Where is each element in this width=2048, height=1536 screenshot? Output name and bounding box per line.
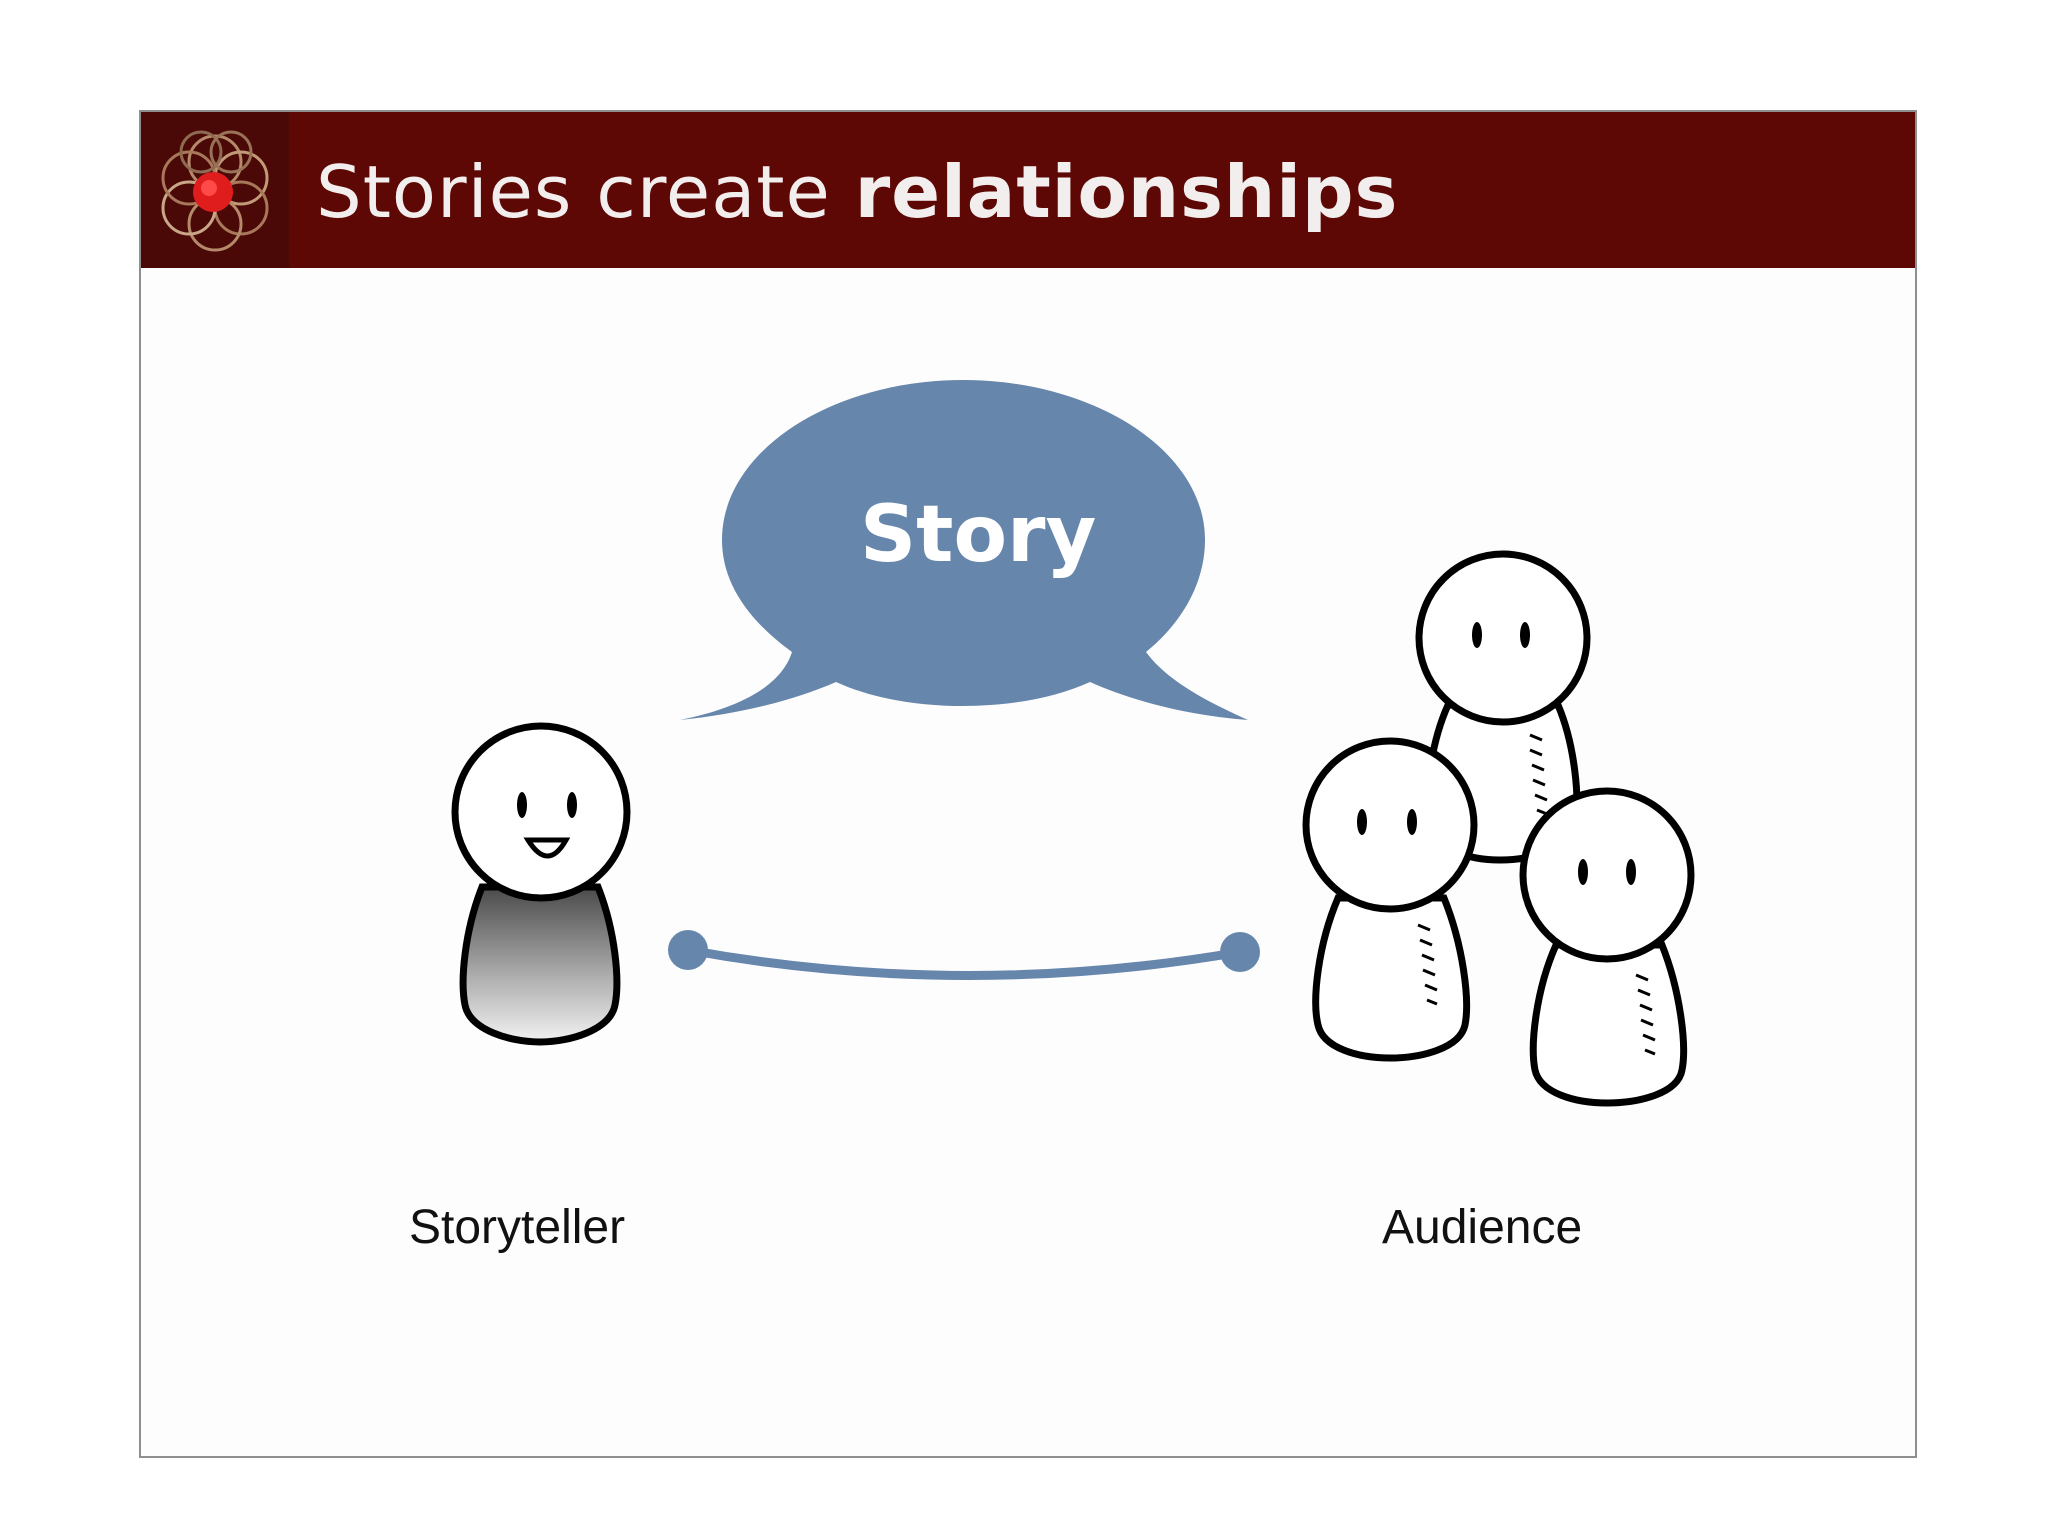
title-regular: Stories create (316, 150, 855, 234)
audience-figures (1302, 550, 1695, 1107)
title-bar: Stories create relationships (141, 112, 1915, 268)
storyteller-label: Storyteller (409, 1201, 626, 1254)
connector-line (668, 930, 1260, 980)
audience-figure-right (1519, 787, 1695, 1107)
audience-figure-left (1302, 737, 1478, 1062)
audience-shading (1417, 733, 1656, 1056)
audience-label: Audience (1382, 1201, 1583, 1254)
page-title: Stories create relationships (316, 152, 1398, 232)
story-bubble-label: Story (860, 490, 1097, 580)
speech-bubble (680, 380, 1248, 720)
flower-rings-logo-icon (141, 112, 289, 268)
storyteller-figure (451, 722, 631, 1046)
title-bold: relationships (854, 150, 1399, 234)
slide: Stories create relationships (139, 110, 1917, 1458)
